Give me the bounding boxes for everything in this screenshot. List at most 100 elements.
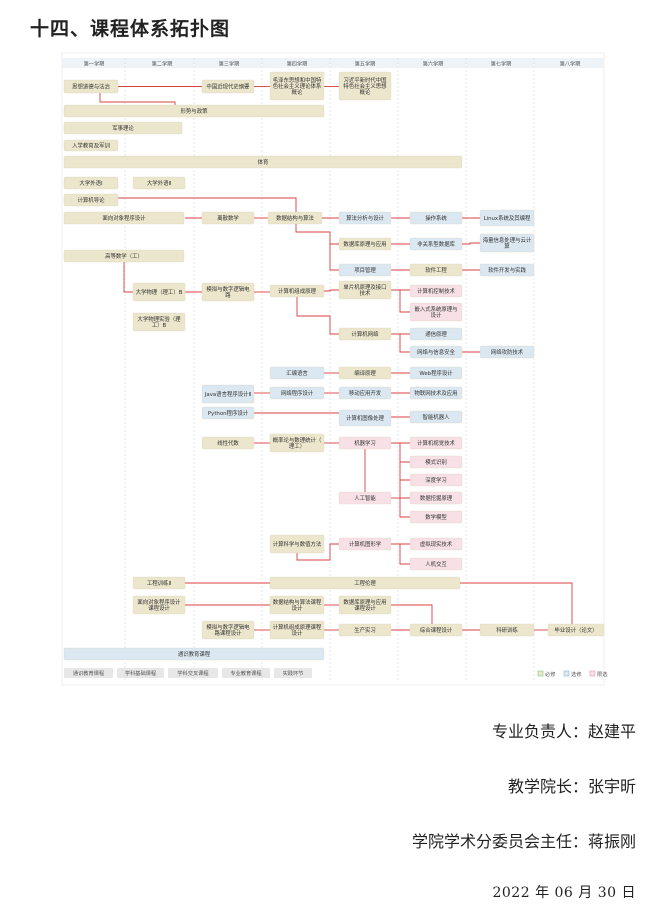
course-node-box <box>269 71 325 101</box>
course-node-label: 线性代数 <box>217 439 239 447</box>
legend-type: 选修 <box>563 670 582 678</box>
course-node: 模拟与数字逻辑电路 <box>201 282 255 302</box>
course-node: Java语言程序设计Ⅱ <box>201 384 255 404</box>
course-node-label: 科研训练 <box>496 626 518 634</box>
course-node-label: 体育 <box>258 158 269 166</box>
course-node-box <box>409 436 463 450</box>
course-node: 生产实习 <box>338 623 392 637</box>
course-node-box <box>201 211 255 225</box>
course-node-box <box>338 71 392 101</box>
course-node-box <box>201 620 255 640</box>
course-node-label: 计算机导论 <box>78 196 106 204</box>
legend-category-label: 通识教育课程 <box>73 669 104 677</box>
page-title: 十四、课程体系拓扑图 <box>30 18 231 40</box>
course-node-label: 深度学习 <box>425 476 447 484</box>
sign-date: 2022 年 06 月 30 日 <box>492 885 636 901</box>
course-node-label: 软件工程 <box>425 266 447 274</box>
course-node: 计算机组成原理课程设计 <box>269 620 325 640</box>
course-node-box <box>409 284 463 298</box>
prerequisite-connector <box>100 197 297 212</box>
course-node-label: 操作系统 <box>425 214 447 222</box>
course-node: 数学模型 <box>409 510 463 524</box>
major-lead-signature: 专业负责人：赵建平 <box>491 722 636 741</box>
course-node: 编译原理 <box>338 366 392 380</box>
legend-type-label: 选修 <box>571 670 582 678</box>
course-node: 软件开发与实践 <box>479 263 535 277</box>
course-node-label: 面向对象程序设计课程设计 <box>137 598 181 612</box>
prerequisite-connector <box>329 244 339 271</box>
course-node-label: 智能机器人 <box>423 413 451 421</box>
prerequisite-connector <box>460 582 573 624</box>
course-node-box <box>338 263 392 277</box>
course-node: 操作系统 <box>409 211 463 225</box>
course-node-label: 面向对象程序设计 <box>102 214 146 222</box>
legend-category-label: 实践环节 <box>283 669 304 677</box>
course-node: 数据挖掘原理 <box>409 491 463 505</box>
course-node-box <box>338 237 392 251</box>
course-node-label: 综合课程设计 <box>420 626 453 634</box>
course-node-label: 编译原理 <box>354 369 376 377</box>
course-node: 数据结构与算法 <box>267 211 323 225</box>
course-node: 习近平新时代中国特色社会主义思想概论 <box>338 71 392 101</box>
course-node: 机器学习 <box>338 436 392 450</box>
semester-header: 第三学期 <box>219 60 240 68</box>
semester-header: 第四学期 <box>287 60 308 68</box>
course-node-label: 模拟与数字逻辑电路 <box>206 285 250 299</box>
legend-category-label: 专业教育课程 <box>230 669 261 677</box>
semester-header: 第八学期 <box>560 60 581 68</box>
course-node-box <box>338 537 392 551</box>
course-node: 面向对象程序设计课程设计 <box>132 595 186 615</box>
course-node: 计算机组成原理 <box>269 284 325 298</box>
course-node-label: 人工智能 <box>354 494 376 502</box>
course-node: 嵌入式系统原理与设计 <box>409 302 463 322</box>
course-node: 人工智能 <box>338 491 392 505</box>
course-node-box <box>201 436 255 450</box>
course-node: 大学物理实验（理工）B <box>132 312 186 332</box>
course-node-box <box>409 327 463 341</box>
course-node-label: 计算机视觉技术 <box>417 439 455 447</box>
course-node: 网络程序设计 <box>269 386 325 400</box>
course-node-box <box>338 409 392 427</box>
course-node: 高等数学（工） <box>63 249 185 263</box>
course-node-label: 大学外语Ⅱ <box>147 179 172 187</box>
course-node: 数据库原理与应用课程设计 <box>338 595 392 615</box>
course-node: 软件工程 <box>409 263 463 277</box>
course-node-label: 计算机图像处理 <box>346 414 384 422</box>
semester-header: 第五学期 <box>355 60 376 68</box>
course-node-label: 软件开发与实践 <box>488 266 526 274</box>
course-node-box <box>409 386 463 400</box>
course-node: 虚拟现实技术 <box>409 537 463 551</box>
course-node-label: 数据库原理与应用课程设计 <box>343 598 386 612</box>
legend-type: 限选 <box>589 670 607 678</box>
prerequisite-connector <box>391 604 433 624</box>
course-node: 概率论与数理统计（理工） <box>269 433 325 453</box>
legend-category: 实践环节 <box>274 668 312 678</box>
course-node-box <box>338 366 392 380</box>
course-node: 网络与信息安全 <box>409 345 463 359</box>
course-node-label: 计算机图形学 <box>349 540 382 548</box>
legend-type-label: 必修 <box>545 670 556 678</box>
course-node-box <box>63 79 119 94</box>
course-node-box <box>63 193 119 207</box>
course-node: 深度学习 <box>409 473 463 487</box>
course-node-box <box>338 436 392 450</box>
course-node-label: 生产实习 <box>354 626 376 634</box>
course-node-box <box>338 623 392 637</box>
course-node: 计算科学与数值方法 <box>269 534 325 554</box>
course-node-label: 机器学习 <box>354 439 376 447</box>
course-node: 大学外语Ⅱ <box>132 176 186 190</box>
course-node-box <box>409 537 463 551</box>
course-node: 海量信息处理与云计算 <box>479 233 535 253</box>
course-node-box <box>63 121 183 135</box>
course-node-label: 单片机原理及接口技术 <box>343 283 386 297</box>
prerequisite-connector <box>399 544 410 565</box>
course-node-box <box>479 623 535 637</box>
course-node: 毕业设计（论文） <box>547 623 605 637</box>
course-node-box <box>409 557 463 571</box>
course-node: 计算机图像处理 <box>338 409 392 427</box>
course-node-label: Linux系统及其编程 <box>484 214 531 222</box>
course-node: 项目管理 <box>338 263 392 277</box>
course-node-box <box>63 139 119 152</box>
legend-category: 专业教育课程 <box>222 668 270 678</box>
course-node: 中国近现代史纲要 <box>201 79 255 94</box>
